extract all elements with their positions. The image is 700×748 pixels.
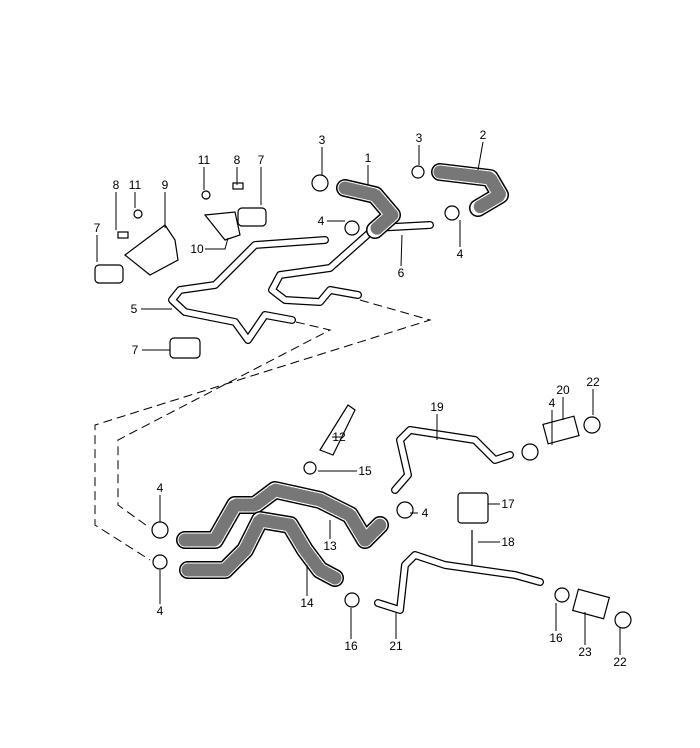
hose-1 [336, 179, 401, 239]
callout-10: 10 [190, 242, 204, 256]
callout-17: 17 [501, 497, 515, 511]
hose-14 [179, 511, 344, 587]
callout-4: 4 [422, 506, 429, 520]
callout-1: 1 [365, 151, 372, 165]
brackets [94, 182, 489, 565]
hose-clamps [151, 165, 632, 629]
coolant-tube-19 [391, 426, 514, 494]
hose-2 [431, 163, 509, 217]
callout-19: 19 [430, 400, 444, 414]
callout-20: 20 [556, 383, 570, 397]
callout-12: 12 [332, 430, 346, 444]
callout-4: 4 [318, 214, 325, 228]
hose-23 [571, 588, 611, 620]
callout-7: 7 [132, 343, 139, 357]
hose-13 [176, 481, 389, 549]
callout-16: 16 [344, 639, 358, 653]
dash-line-upper [94, 299, 432, 561]
callout-8: 8 [234, 153, 241, 167]
callout-3: 3 [319, 133, 326, 147]
callout-16: 16 [549, 631, 563, 645]
callout-4: 4 [157, 604, 164, 618]
callout-21: 21 [389, 639, 403, 653]
callout-2: 2 [480, 128, 487, 142]
callout-4: 4 [157, 481, 164, 495]
callout-11: 11 [129, 178, 142, 192]
callout-18: 18 [501, 535, 515, 549]
callout-4: 4 [549, 396, 556, 410]
callout-7: 7 [94, 221, 101, 235]
callout-23: 23 [578, 645, 592, 659]
coolant-tube-21 [374, 551, 544, 614]
callout-6: 6 [398, 266, 405, 280]
callout-4: 4 [457, 247, 464, 261]
callout-22: 22 [586, 375, 600, 389]
hose-20 [542, 415, 580, 445]
coolant-tube-6 [268, 221, 434, 306]
callout-5: 5 [131, 302, 138, 316]
callout-22: 22 [613, 655, 627, 669]
callout-15: 15 [358, 464, 372, 478]
callout-8: 8 [113, 178, 120, 192]
callout-11: 11 [198, 153, 211, 167]
leader-lines [96, 141, 621, 655]
callout-9: 9 [162, 178, 169, 192]
coolant-tube-5 [168, 236, 329, 344]
callout-13: 13 [323, 539, 337, 553]
callout-3: 3 [416, 131, 423, 145]
callout-14: 14 [300, 596, 314, 610]
callout-7: 7 [258, 153, 265, 167]
dash-line-lower [117, 321, 332, 529]
